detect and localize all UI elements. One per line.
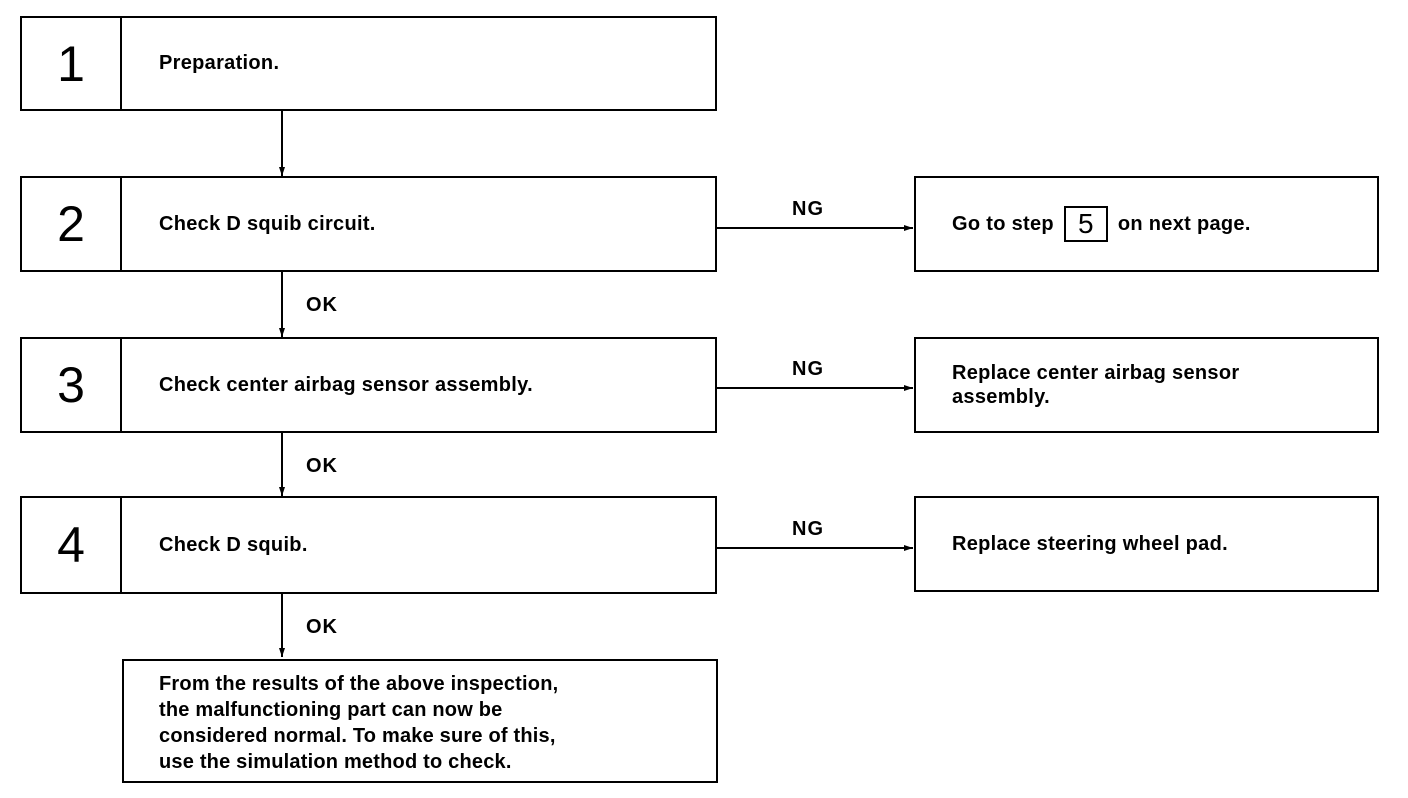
final-note-line: From the results of the above inspection… xyxy=(159,673,559,695)
result-step-2-box: Go to step 5 on next page. xyxy=(914,176,1379,272)
step-3-box: 3 Check center airbag sensor assembly. xyxy=(20,337,717,433)
step-1-text: Preparation. xyxy=(159,52,280,74)
final-note-line: the malfunctioning part can now be xyxy=(159,699,503,721)
step-1-number: 1 xyxy=(22,18,122,109)
step-4-box: 4 Check D squib. xyxy=(20,496,717,594)
final-note-box: From the results of the above inspection… xyxy=(122,659,718,783)
step-4-number: 4 xyxy=(22,498,122,592)
step-2-text: Check D squib circuit. xyxy=(159,212,376,235)
result-step-3-box: Replace center airbag sensor assembly. xyxy=(914,337,1379,433)
ng-label-step-2: NG xyxy=(792,198,824,220)
result-step-2-text: Go to step 5 on next page. xyxy=(952,178,1367,270)
final-note-line: considered normal. To make sure of this, xyxy=(159,725,556,747)
result-step-4-box: Replace steering wheel pad. xyxy=(914,496,1379,592)
goto-suffix: on next page. xyxy=(1117,213,1251,235)
ng-label-step-4: NG xyxy=(792,518,824,540)
goto-prefix: Go to step xyxy=(952,213,1054,235)
step-2-number: 2 xyxy=(22,178,122,270)
step-3-text: Check center airbag sensor assembly. xyxy=(159,373,533,396)
ng-label-step-3: NG xyxy=(792,358,824,380)
result-step-3-text: Replace center airbag sensor assembly. xyxy=(952,362,1240,408)
step-1-box: 1 Preparation. xyxy=(20,16,717,111)
final-note-line: use the simulation method to check. xyxy=(159,751,512,773)
step-3-number: 3 xyxy=(22,339,122,431)
step-2-box: 2 Check D squib circuit. xyxy=(20,176,717,272)
ok-label-step-4: OK xyxy=(306,616,338,638)
ok-label-step-3: OK xyxy=(306,455,338,477)
result-step-4-text: Replace steering wheel pad. xyxy=(952,533,1228,555)
ok-label-step-2: OK xyxy=(306,294,338,316)
step-reference-box: 5 xyxy=(1063,206,1108,242)
step-4-text: Check D squib. xyxy=(159,533,308,556)
